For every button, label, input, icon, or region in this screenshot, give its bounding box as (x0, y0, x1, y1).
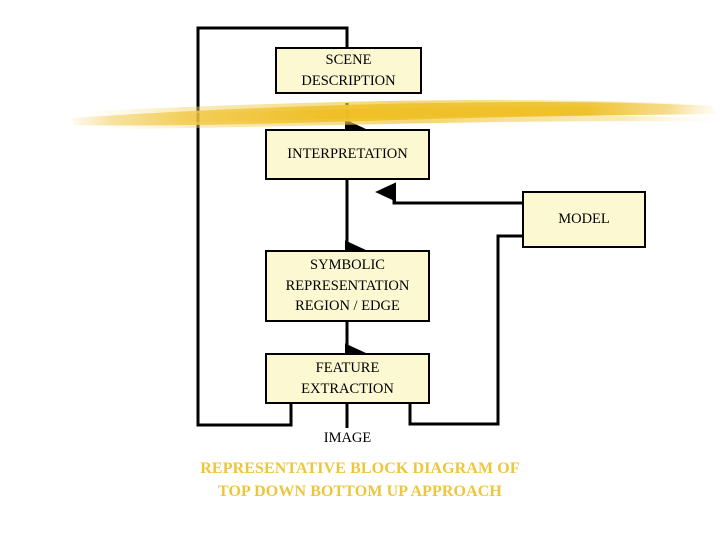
edge-model-to-feature-right (391, 234, 522, 426)
caption-line-1: REPRESENTATIVE BLOCK DIAGRAM OF (200, 460, 520, 477)
node-label-line: SCENE (325, 51, 372, 68)
image-input-label: IMAGE (323, 430, 372, 446)
node-symbolic-representation[interactable]: SYMBOLIC REPRESENTATION REGION / EDGE (265, 250, 430, 322)
caption-line-2: TOP DOWN BOTTOM UP APPROACH (218, 482, 502, 500)
node-feature-extraction[interactable]: FEATURE EXTRACTION (265, 353, 430, 404)
edge-topdown-loop-left (196, 26, 349, 427)
edge-model-to-interpretation (375, 182, 522, 205)
node-label-line: REGION / EDGE (295, 298, 400, 315)
node-label-line: MODEL (558, 211, 610, 228)
node-label-line: SYMBOLIC (310, 257, 385, 274)
node-label-line: FEATURE (315, 359, 380, 376)
node-label-line: EXTRACTION (301, 380, 394, 397)
node-model[interactable]: MODEL (522, 191, 646, 248)
node-interpretation[interactable]: INTERPRETATION (265, 129, 430, 180)
node-label-line: REPRESENTATION (285, 277, 410, 294)
node-scene-description[interactable]: SCENE DESCRIPTION (275, 47, 422, 94)
diagram-caption: REPRESENTATIVE BLOCK DIAGRAM OF TOP DOWN… (100, 458, 620, 503)
node-label-line: DESCRIPTION (301, 72, 396, 89)
node-label-line: INTERPRETATION (287, 146, 408, 163)
